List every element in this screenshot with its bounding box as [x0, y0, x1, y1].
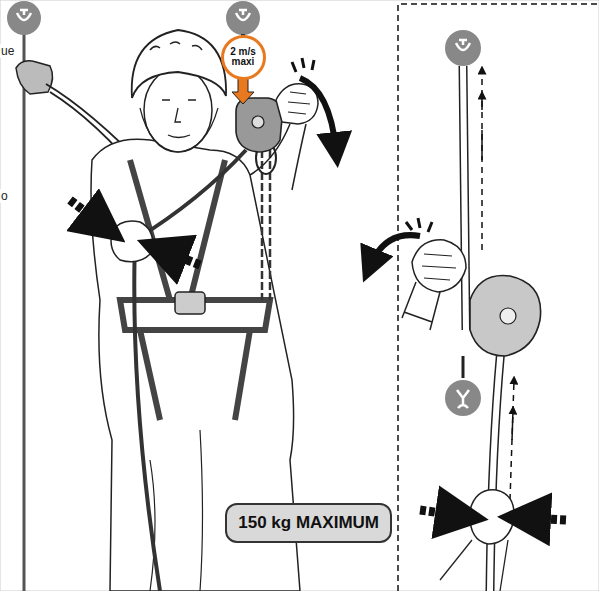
wrist [402, 282, 440, 330]
panel-border [398, 4, 599, 591]
device-pivot [252, 116, 264, 128]
harness-buckle [175, 292, 205, 314]
rope-grab [16, 61, 53, 94]
brake-hand [111, 221, 153, 262]
rotation-ticks [292, 58, 314, 72]
hand-fingers [422, 254, 456, 280]
backup-rope [23, 34, 26, 591]
motion-arrow [481, 70, 483, 250]
squeeze-arrow [420, 510, 462, 516]
device-pivot [500, 308, 516, 324]
hand-fingers [288, 92, 310, 114]
motion-arrow [481, 95, 483, 160]
rope-to-anchor-fill [463, 66, 466, 330]
helmet-vents [150, 42, 202, 50]
speed-arrow [232, 78, 254, 104]
speed-limit-badge: 2 m/s maxi [221, 35, 266, 80]
load-label: 150 kg MAXIMUM [238, 513, 379, 533]
rotation-arrow [300, 78, 336, 150]
squeeze-arrow [524, 518, 566, 520]
load-limit-box: 150 kg MAXIMUM [225, 503, 392, 543]
arm [250, 124, 306, 190]
motion-arrow [510, 380, 514, 500]
anchor-symbol [445, 30, 481, 66]
cut-off-text: ue [0, 44, 15, 58]
squeeze-arrow [70, 200, 104, 226]
hand-on-handle [412, 240, 466, 292]
cut-off-text: o [0, 189, 9, 203]
squeeze-arrow [162, 250, 200, 265]
rotation-ticks [406, 218, 432, 232]
worker-face-detail [162, 100, 196, 138]
anchor-symbol [7, 1, 41, 35]
hand-on-handle [276, 84, 318, 124]
glove-cuff [440, 540, 508, 591]
device-link [462, 356, 465, 378]
speed-label: 2 m/s maxi [228, 47, 258, 68]
helmet [132, 30, 226, 98]
attachment-symbol [445, 380, 481, 416]
descender-device [236, 98, 282, 152]
descender-device [470, 276, 541, 357]
anchor-symbol [226, 1, 260, 35]
motion-arrow [512, 410, 513, 440]
rotation-arrow [370, 235, 420, 266]
rope-to-anchor [463, 66, 466, 330]
feed-hand [470, 490, 514, 544]
chin-strap [140, 108, 218, 152]
